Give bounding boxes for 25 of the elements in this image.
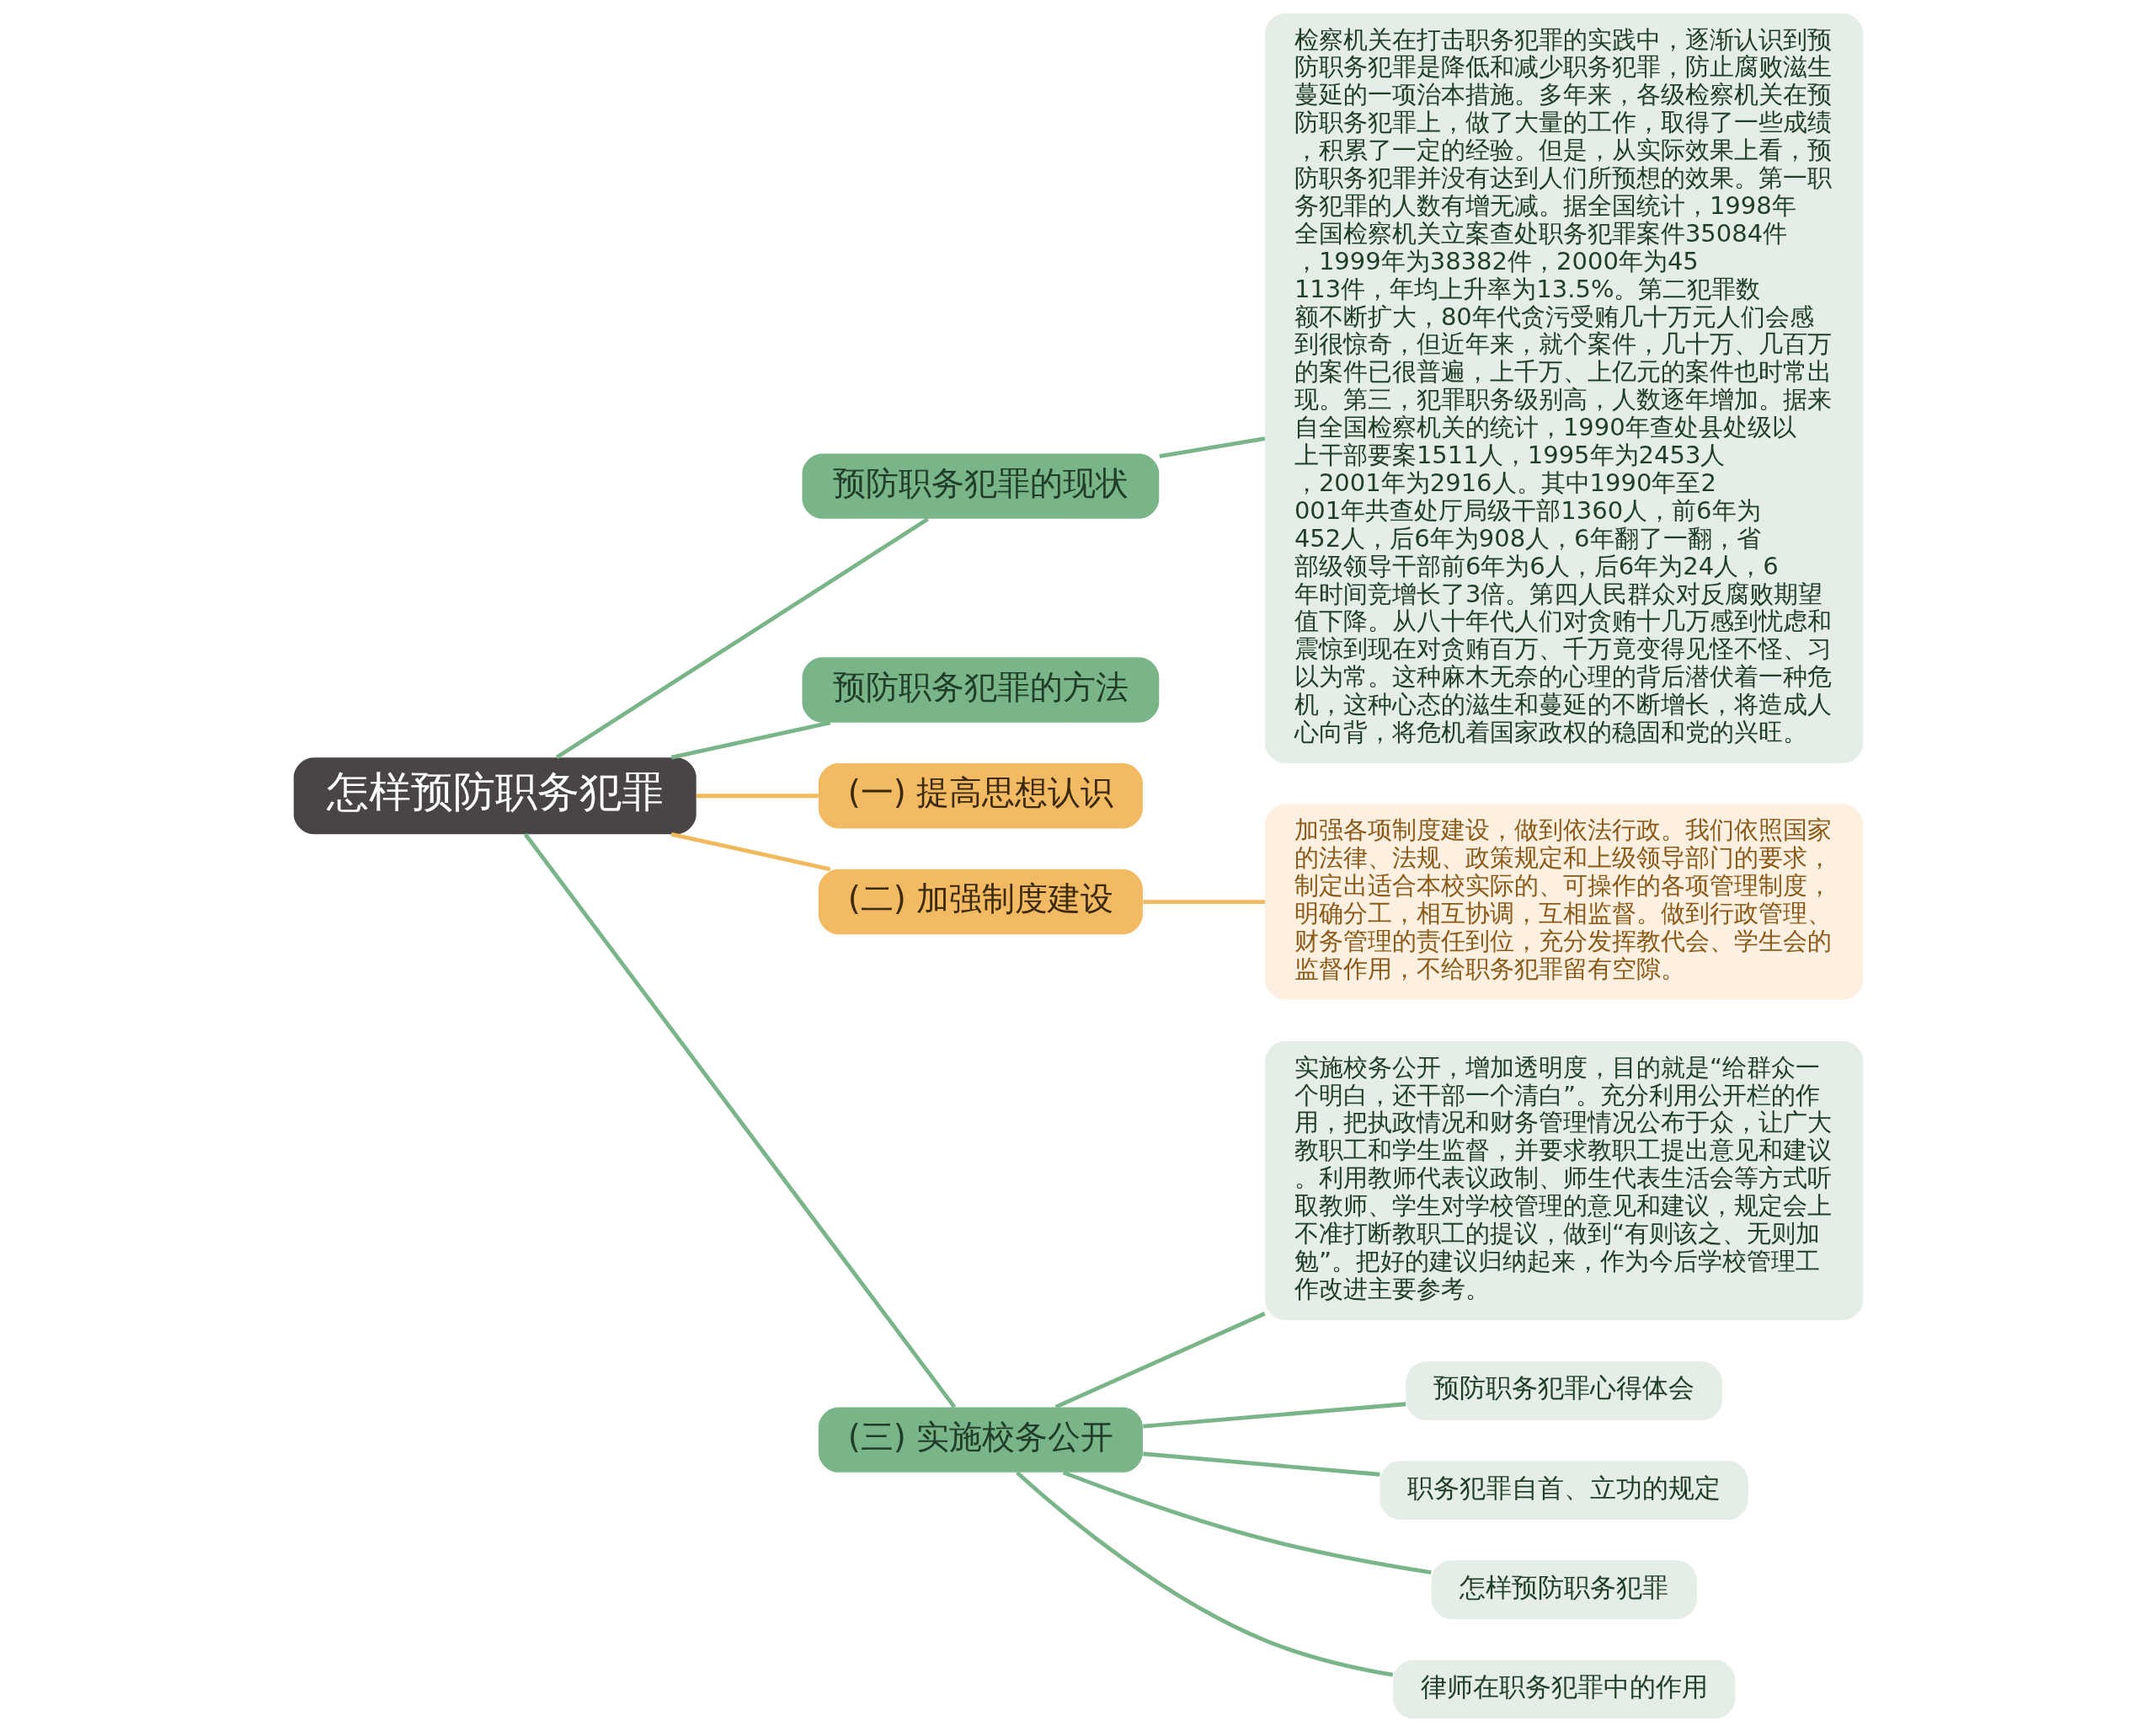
node-box: 预防职务犯罪的方法 bbox=[802, 657, 1159, 723]
node-box: 检察机关在打击职务犯罪的实践中，逐渐认识到预防职务犯罪是降低和减少职务犯罪，防止腐败滋生蔓延的一项治本措施。多年来，各级检察机关在预防职务犯罪上，做了大量的工作，取得了一些成绩，积累了一定的经验。但是，从实际效果上看，预防职务犯罪并没有达到人们所预想的效果。第一职务犯罪的人数有增无减。据全国统计，1998年全国检察机关立案查处职务犯罪案件35084件，1999年为38382件，2000年为45113件，年均上升率为13.5%。第二犯罪数额不断扩大，80年代贪污受贿几十万元人们会感到很惊奇，但近年来，就个案件，几十万、几百万的案件已很普遍，上千万、上亿元的案件也时常出现。第三，犯罪职务级别高，人数逐年增加。据来自全国检察机关的统计，1990年查处县处级以上干部要案1511人，1995年为2453人，2001年为2916人。其中1990年至2001年共查处厅局级干部1360人，前6年为452人，后6年为908人，6年翻了一翻，省部级领导干部前6年为6人，后6年为24人，6年时间竞增长了3倍。第四人民群众对反腐败期望值下降。从八十年代人们对贪贿十几万感到忧虑和震惊到现在对贪贿百万、千万竟变得见怪不怪、习以为常。这种麻木无奈的心理的背后潜伏着一种危机，这种心态的滋生和蔓延的不断增长，将造成人心向背，将危机着国家政权的稳固和党的兴旺。 bbox=[1264, 13, 1863, 764]
node-box: (一) 提高思想认识 bbox=[818, 763, 1143, 829]
connector bbox=[1158, 436, 1265, 459]
node-box: 怎样预防职务犯罪 bbox=[1430, 1560, 1697, 1619]
connector bbox=[1142, 1451, 1380, 1477]
node-box: 律师在职务犯罪中的作用 bbox=[1392, 1660, 1735, 1719]
connector bbox=[1142, 900, 1265, 904]
node-box: 加强各项制度建设，做到依法行政。我们依照国家的法律、法规、政策规定和上级领导部门的要求，制定出适合本校实际的、可操作的各项管理制度，明确分工，相互协调，互相监督。做到行政管理、财务管理的责任到位，充分发挥教代会、学生会的监督作用，不给职务犯罪留有空隙。 bbox=[1264, 804, 1863, 1000]
connector bbox=[670, 832, 830, 872]
node-box: 实施校务公开，增加透明度，目的就是“给群众一个明白，还干部一个清白”。充分利用公开栏的作用，把执政情况和财务管理情况公布于众，让广大教职工和学生监督，并要求教职工提出意见和建议。利用教师代表议政制、师生代表生活会等方式听取教师、学生对学校管理的意见和建议，规定会上不准打断教职工的提议，做到“有则该之、无则加勉”。把好的建议归纳起来，作为今后学校管理工作改进主要参考。 bbox=[1264, 1041, 1863, 1320]
connector bbox=[696, 794, 819, 799]
node-box: 预防职务犯罪心得体会 bbox=[1405, 1361, 1722, 1420]
connector bbox=[670, 720, 830, 760]
connector bbox=[1015, 1471, 1393, 1677]
node-box: 怎样预防职务犯罪 bbox=[293, 757, 696, 835]
connector bbox=[555, 517, 929, 759]
connector bbox=[1142, 1402, 1406, 1429]
node-box: 职务犯罪自首、立功的规定 bbox=[1380, 1461, 1748, 1520]
connector bbox=[1062, 1470, 1432, 1574]
node-box: 预防职务犯罪的现状 bbox=[802, 453, 1159, 519]
node-box: (二) 加强制度建设 bbox=[818, 869, 1143, 935]
connector bbox=[1054, 1312, 1266, 1409]
connector bbox=[523, 832, 956, 1409]
node-box: (三) 实施校务公开 bbox=[818, 1407, 1143, 1473]
